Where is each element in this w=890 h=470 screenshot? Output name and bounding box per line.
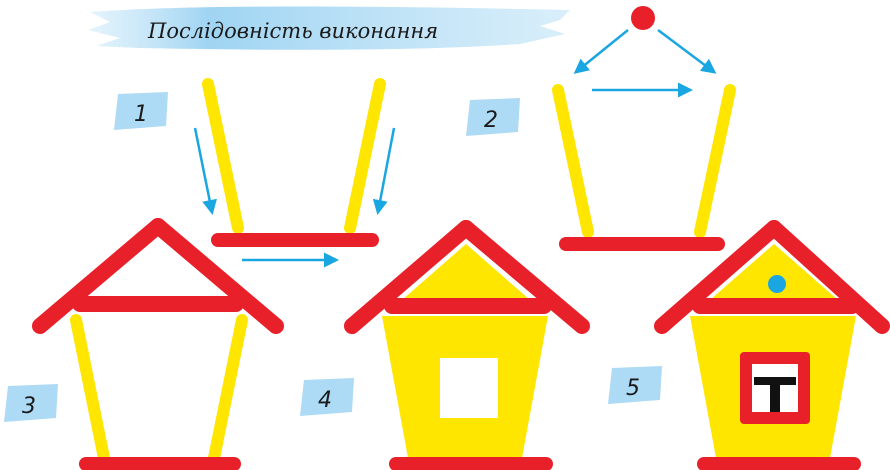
window-post — [770, 377, 780, 412]
yellow-stick — [552, 84, 594, 238]
step-number: 2 — [484, 108, 498, 133]
page-title: Послідовність виконання — [147, 19, 438, 43]
red-roof — [32, 218, 284, 334]
yellow-stick — [202, 78, 244, 234]
brush-stroke — [88, 6, 570, 50]
step-badge: 5 — [608, 366, 662, 404]
step-badge: 3 — [4, 384, 58, 422]
step-number: 3 — [22, 394, 36, 419]
arrow — [193, 127, 217, 215]
step-badge: 2 — [466, 98, 520, 136]
yellow-stick — [70, 314, 110, 464]
arrow — [372, 127, 396, 215]
arrow — [657, 29, 717, 74]
step-badge: 1 — [114, 92, 168, 130]
title-banner: Послідовність виконання — [88, 6, 570, 50]
red-roof — [654, 220, 890, 334]
step-badge: 4 — [300, 378, 354, 416]
step-3: 3 — [4, 218, 284, 470]
yellow-stick — [694, 84, 736, 238]
step-number: 5 — [626, 376, 640, 401]
yellow-stick — [344, 78, 386, 234]
red-dot — [631, 6, 655, 30]
arrow — [573, 29, 629, 74]
yellow-gable — [710, 244, 838, 300]
step-2: 2 — [466, 6, 736, 251]
step-5: 5 — [608, 220, 890, 470]
step-4: 4 — [300, 220, 590, 470]
blue-dot — [768, 275, 786, 293]
step-1: 1 — [114, 78, 396, 268]
red-roof — [344, 220, 590, 334]
step-number: 1 — [134, 102, 148, 127]
white-window — [440, 358, 498, 418]
yellow-gable — [402, 244, 530, 300]
yellow-stick — [208, 314, 248, 464]
step-number: 4 — [318, 388, 332, 413]
